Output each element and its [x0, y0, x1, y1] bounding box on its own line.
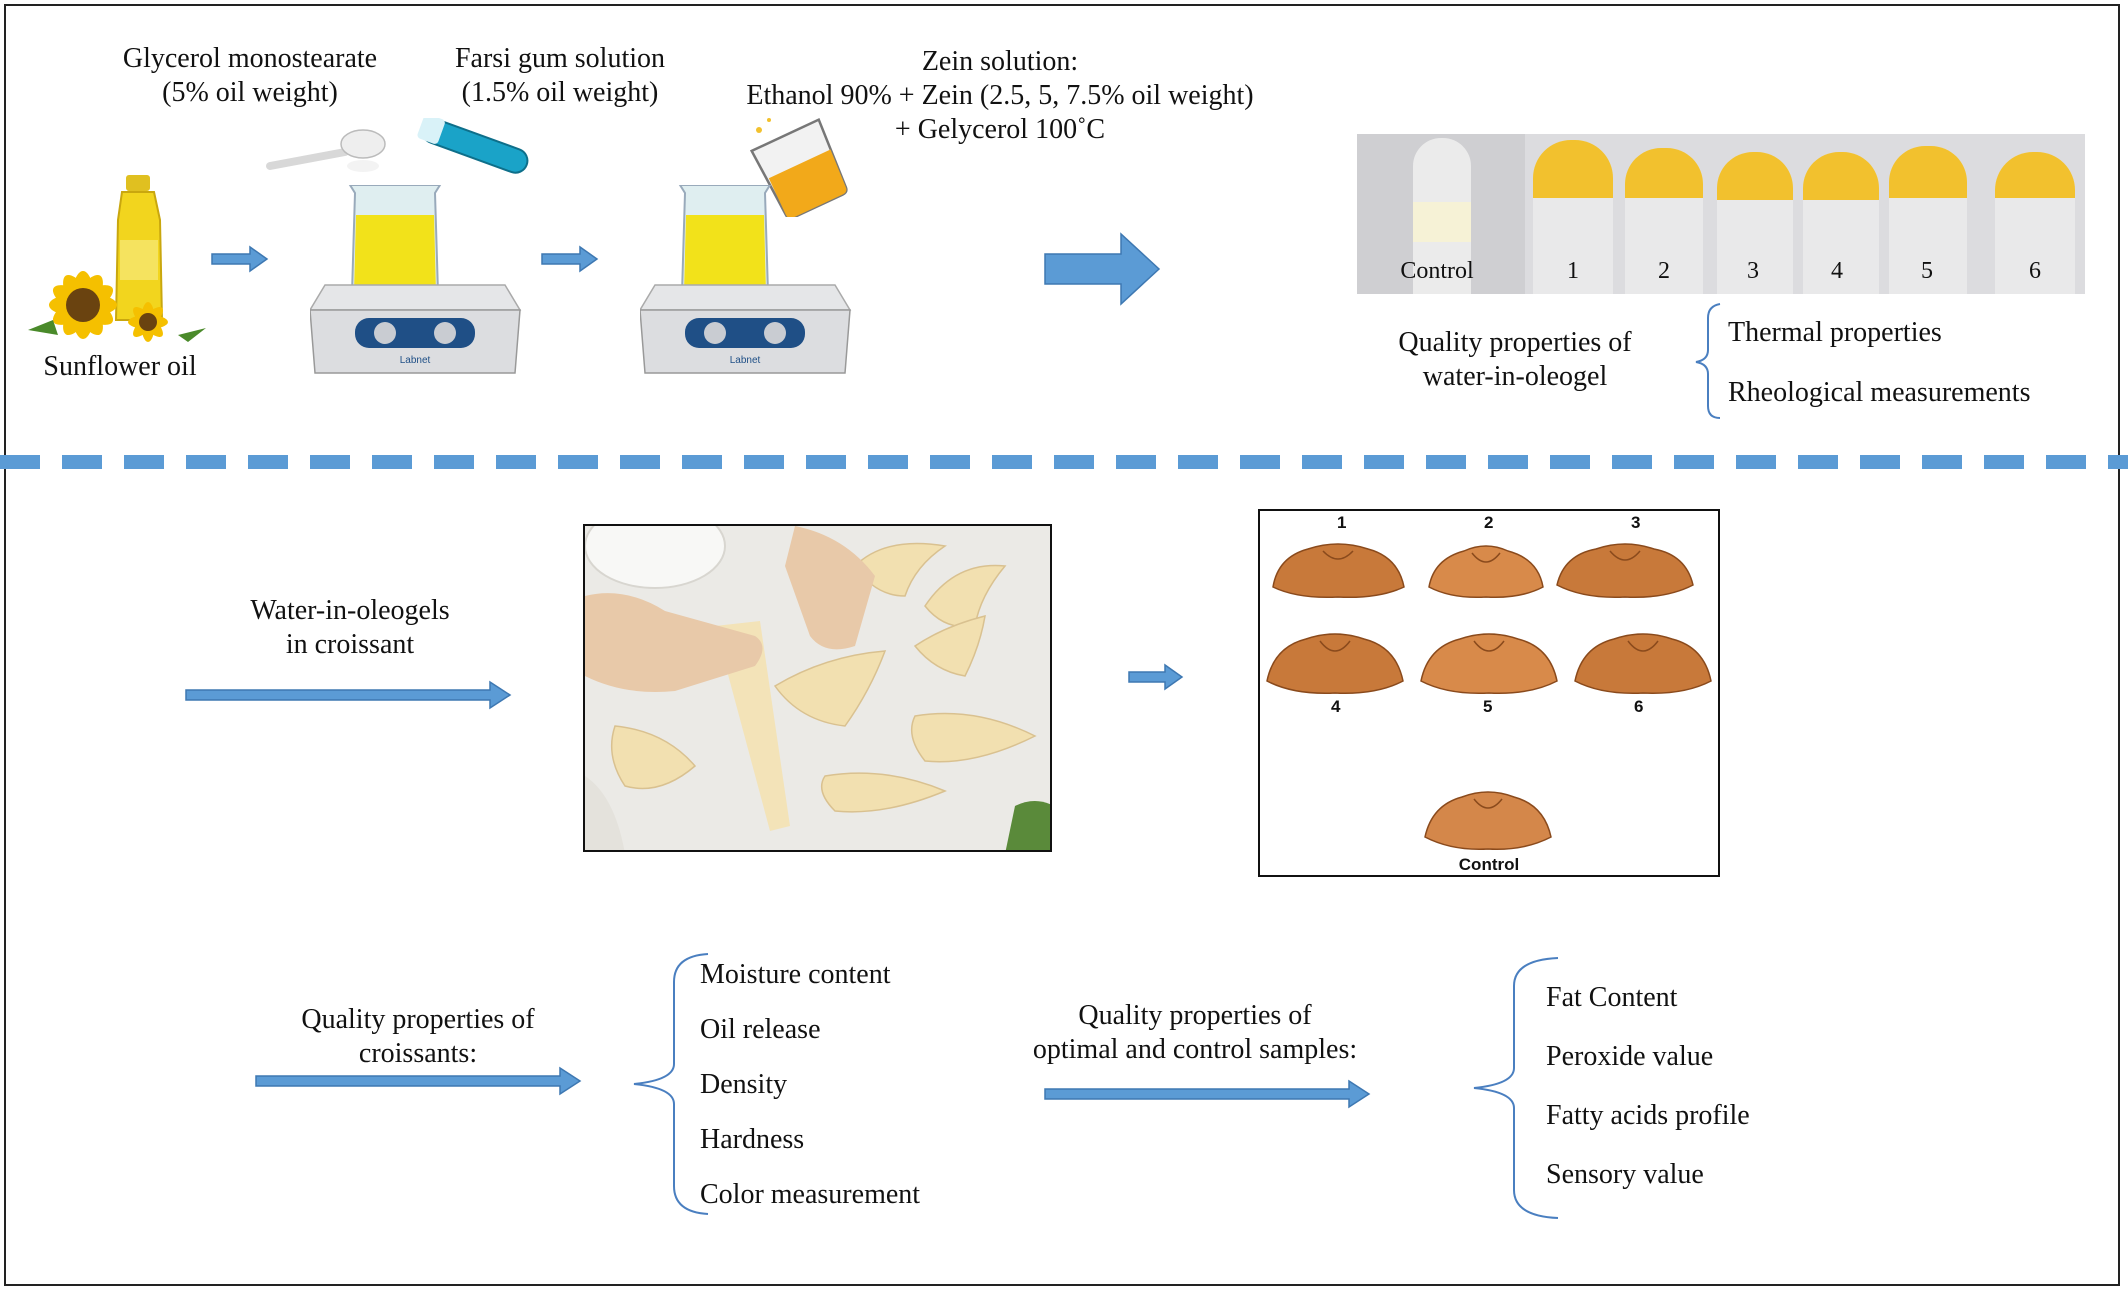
brace-optimal	[1473, 957, 1559, 1219]
magnetic-stirrer-1: Labnet	[310, 185, 522, 374]
magnetic-stirrer-2: Labnet	[640, 185, 852, 374]
sample-label-6: 6	[1634, 697, 1644, 716]
dough-illustration	[585, 526, 1050, 850]
brace-croissants	[633, 953, 709, 1215]
zein-line1: Zein solution:	[921, 46, 1079, 77]
farsi-label: Farsi gum solution (1.5% oil weight)	[420, 42, 700, 110]
prop-moisture: Moisture content	[700, 959, 891, 990]
tube-label-2: 2	[1658, 258, 1670, 284]
croissant-5	[1420, 633, 1558, 694]
quality-croissants-line1: Quality properties of	[301, 1004, 535, 1035]
quality-oleogel-line1: Quality properties of	[1398, 327, 1632, 358]
stirrer-brand-2: Labnet	[730, 355, 761, 366]
prop-hardness: Hardness	[700, 1124, 805, 1155]
zein-line2: Ethanol 90% + Zein (2.5, 5, 7.5% oil wei…	[746, 80, 1254, 111]
prop-fatty-acids: Fatty acids profile	[1546, 1100, 1750, 1131]
test-tube-icon	[417, 118, 529, 174]
sample-label-2: 2	[1484, 513, 1494, 532]
quality-optimal-label: Quality properties of optimal and contro…	[1010, 999, 1380, 1067]
sample-label-5: 5	[1483, 697, 1493, 716]
tube-3	[1717, 152, 1793, 294]
zein-label: Zein solution: Ethanol 90% + Zein (2.5, …	[700, 45, 1300, 147]
glycerol-label: Glycerol monostearate (5% oil weight)	[90, 42, 410, 110]
croissant-label-line1: Water-in-oleogels	[250, 595, 450, 626]
section-divider	[0, 455, 2128, 469]
tube-5	[1889, 146, 1967, 294]
sunflower-oil-illustration	[28, 175, 206, 342]
glycerol-line1: Glycerol monostearate	[122, 43, 378, 74]
sample-label-3: 3	[1631, 513, 1641, 532]
stirrer-brand-1: Labnet	[400, 355, 431, 366]
sample-label-4: 4	[1331, 697, 1341, 716]
quality-optimal-line2: optimal and control samples:	[1032, 1034, 1358, 1065]
tube-label-1: 1	[1567, 258, 1579, 284]
spoon-and-tube-illustration	[266, 118, 529, 174]
prop-fat-content: Fat Content	[1546, 982, 1678, 1013]
croissant-label: Water-in-oleogels in croissant	[200, 594, 500, 662]
farsi-line2: (1.5% oil weight)	[461, 77, 659, 108]
tubes-photo: Control 1 2 3 4 5 6	[1357, 134, 2085, 294]
zein-line3: + Gelycerol 100˚C	[894, 114, 1106, 145]
brace-oleogel	[1695, 303, 1721, 419]
arrow-2	[541, 245, 599, 273]
croissant-1	[1272, 543, 1405, 599]
quality-optimal-line1: Quality properties of	[1078, 1000, 1312, 1031]
tube-1	[1533, 140, 1613, 294]
dough-photo	[583, 524, 1052, 852]
arrow-1	[211, 245, 269, 273]
croissant-control	[1424, 791, 1552, 850]
tube-label-5: 5	[1921, 258, 1933, 284]
prop-oil-release: Oil release	[700, 1014, 821, 1045]
sample-label-1: 1	[1337, 513, 1347, 532]
prop-peroxide: Peroxide value	[1546, 1041, 1714, 1072]
farsi-line1: Farsi gum solution	[454, 43, 665, 74]
prop-rheological: Rheological measurements	[1728, 377, 2031, 408]
tube-4	[1803, 152, 1879, 294]
croissant-2	[1428, 545, 1544, 599]
glycerol-line2: (5% oil weight)	[162, 77, 338, 108]
sample-label-control: Control	[1458, 855, 1520, 874]
tube-label-3: 3	[1747, 258, 1759, 284]
croissant-label-line2: in croissant	[285, 629, 415, 660]
tube-2	[1625, 148, 1703, 294]
tube-label-4: 4	[1831, 258, 1843, 284]
figure-frame	[4, 4, 2120, 1286]
prop-thermal: Thermal properties	[1728, 317, 1942, 348]
quality-oleogel-label: Quality properties of water-in-oleogel	[1365, 326, 1665, 394]
prop-color: Color measurement	[700, 1179, 921, 1210]
arrow-samples	[1128, 663, 1184, 691]
control-tube-label: Control	[1400, 258, 1474, 284]
croissant-3	[1556, 543, 1694, 598]
arrow-optimal-props	[1044, 1079, 1371, 1109]
croissant-6	[1574, 633, 1712, 694]
prop-sensory: Sensory value	[1546, 1159, 1704, 1190]
quality-oleogel-line2: water-in-oleogel	[1422, 361, 1608, 392]
arrow-croissant-props	[255, 1066, 582, 1096]
quality-croissants-label: Quality properties of croissants:	[258, 1003, 578, 1071]
prop-density: Density	[700, 1069, 788, 1100]
control-tube	[1413, 138, 1471, 294]
quality-croissants-line2: croissants:	[358, 1038, 478, 1069]
tube-label-6: 6	[2029, 258, 2041, 284]
sunflower-icon	[28, 271, 206, 342]
spoon-icon	[266, 129, 386, 172]
pouring-beaker-icon	[749, 117, 848, 217]
croissant-samples-panel: 1 2 3 4 5 6 Control	[1258, 509, 1720, 877]
croissant-4	[1266, 633, 1404, 694]
arrow-croissant	[185, 680, 512, 710]
arrow-big	[1044, 232, 1161, 306]
sunflower-oil-label: Sunflower oil	[43, 351, 197, 382]
